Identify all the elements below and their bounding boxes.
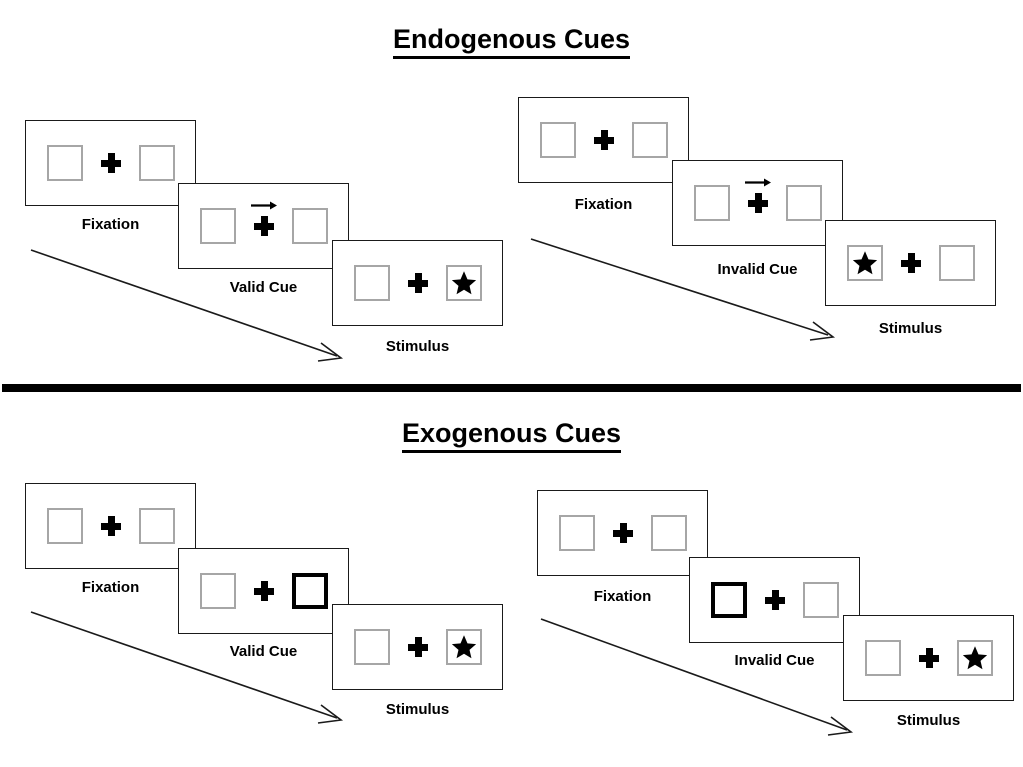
placeholder-square-right: [938, 245, 975, 281]
cue-arrow-right-icon: [744, 178, 771, 187]
panel-exogenous-invalid-stimulus[interactable]: [843, 615, 1014, 701]
fixation-cross-icon: [744, 178, 771, 213]
placeholder-square-right: [291, 208, 328, 244]
placeholder-square-left: [46, 508, 83, 544]
sequence-arrow-exogenous-valid: [30, 611, 344, 724]
star-target-icon: [451, 635, 476, 659]
placeholder-square-left: [558, 515, 595, 551]
panel-endogenous-invalid-cue[interactable]: [672, 160, 843, 246]
placeholder-square-left: [199, 573, 236, 609]
fixation-cross-icon: [593, 130, 614, 150]
placeholder-square-right: [785, 185, 822, 221]
cued-square-left: [710, 582, 747, 618]
caption-exogenous-invalid-fixation: Fixation: [593, 588, 652, 605]
panel-content: [710, 582, 839, 618]
caption-exogenous-invalid-stimulus: Stimulus: [896, 712, 961, 729]
panel-content: [558, 515, 687, 551]
section-divider: [2, 384, 1021, 392]
placeholder-square-left: [353, 629, 390, 665]
target-square-right: [445, 265, 482, 301]
fixation-cross-icon: [250, 201, 277, 236]
cue-arrow-right-icon: [250, 201, 277, 210]
fixation-cross-icon: [100, 153, 121, 173]
panel-content: [353, 629, 482, 665]
caption-exogenous-invalid-cue: Invalid Cue: [734, 652, 815, 669]
panel-endogenous-valid-cue[interactable]: [178, 183, 349, 269]
placeholder-square-left: [693, 185, 730, 221]
panel-endogenous-valid-fixation[interactable]: [25, 120, 196, 206]
sequence-arrow-exogenous-invalid: [540, 618, 854, 736]
panel-exogenous-invalid-cue[interactable]: [689, 557, 860, 643]
panel-endogenous-valid-stimulus[interactable]: [332, 240, 503, 326]
placeholder-square-left: [353, 265, 390, 301]
target-square-right: [445, 629, 482, 665]
placeholder-square-right: [631, 122, 668, 158]
fixation-cross-icon: [100, 516, 121, 536]
star-target-icon: [962, 646, 987, 670]
panel-exogenous-valid-stimulus[interactable]: [332, 604, 503, 690]
panel-endogenous-invalid-fixation[interactable]: [518, 97, 689, 183]
caption-exogenous-valid-fixation: Fixation: [81, 579, 140, 596]
caption-exogenous-valid-stimulus: Stimulus: [385, 701, 450, 718]
star-target-icon: [852, 251, 877, 275]
placeholder-square-right: [138, 508, 175, 544]
fixation-cross-icon: [407, 637, 428, 657]
section-title-exogenous: Exogenous Cues: [0, 418, 1023, 453]
panel-content: [846, 245, 975, 281]
sequence-arrow-endogenous-invalid: [530, 238, 836, 341]
panel-content: [864, 640, 993, 676]
panel-content: [46, 145, 175, 181]
panel-exogenous-invalid-fixation[interactable]: [537, 490, 708, 576]
fixation-cross-icon: [764, 590, 785, 610]
panel-content: [353, 265, 482, 301]
section-title-exogenous-text: Exogenous Cues: [401, 418, 622, 453]
target-square-right: [956, 640, 993, 676]
section-title-endogenous-text: Endogenous Cues: [392, 24, 630, 59]
fixation-cross-icon: [612, 523, 633, 543]
placeholder-square-left: [199, 208, 236, 244]
panel-content: [46, 508, 175, 544]
placeholder-square-left: [864, 640, 901, 676]
placeholder-square-right: [138, 145, 175, 181]
placeholder-square-left: [46, 145, 83, 181]
cued-square-right: [291, 573, 328, 609]
panel-content: [539, 122, 668, 158]
caption-endogenous-valid-cue: Valid Cue: [229, 279, 298, 296]
caption-endogenous-invalid-cue: Invalid Cue: [717, 261, 798, 278]
panel-endogenous-invalid-stimulus[interactable]: [825, 220, 996, 306]
panel-content: [199, 201, 328, 244]
caption-endogenous-invalid-stimulus: Stimulus: [878, 320, 943, 337]
panel-content: [199, 573, 328, 609]
section-title-endogenous: Endogenous Cues: [0, 24, 1023, 59]
fixation-cross-icon: [900, 253, 921, 273]
fixation-cross-icon: [253, 581, 274, 601]
caption-endogenous-invalid-fixation: Fixation: [574, 196, 633, 213]
placeholder-square-right: [650, 515, 687, 551]
caption-endogenous-valid-fixation: Fixation: [81, 216, 140, 233]
fixation-cross-icon: [918, 648, 939, 668]
panel-content: [693, 178, 822, 221]
placeholder-square-left: [539, 122, 576, 158]
fixation-cross-icon: [407, 273, 428, 293]
caption-endogenous-valid-stimulus: Stimulus: [385, 338, 450, 355]
panel-exogenous-valid-cue[interactable]: [178, 548, 349, 634]
panel-exogenous-valid-fixation[interactable]: [25, 483, 196, 569]
target-square-left: [846, 245, 883, 281]
caption-exogenous-valid-cue: Valid Cue: [229, 643, 298, 660]
sequence-arrow-endogenous-valid: [30, 249, 344, 362]
placeholder-square-right: [802, 582, 839, 618]
star-target-icon: [451, 271, 476, 295]
